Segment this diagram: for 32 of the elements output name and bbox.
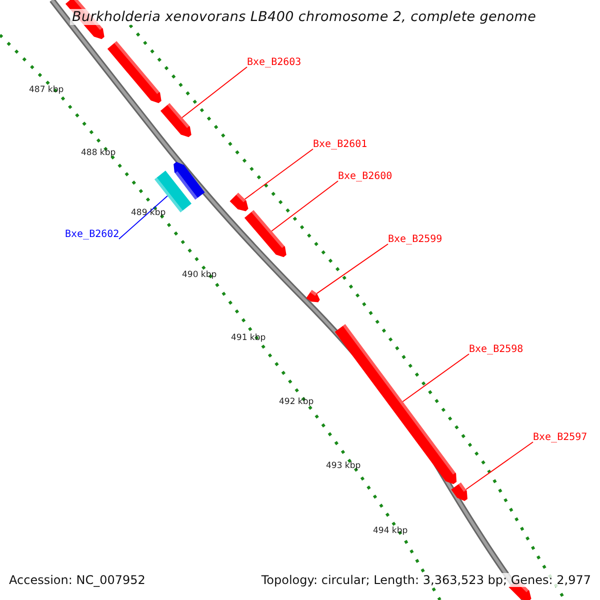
map-title: Burkholderia xenovorans LB400 chromosome 2, complete genome: [70, 9, 538, 25]
accession-text: Accession: NC_007952: [9, 573, 146, 587]
leader-line: [244, 148, 314, 200]
tick-label: 491 kbp: [231, 333, 266, 343]
leader-line: [402, 354, 470, 402]
leader-line: [118, 195, 168, 240]
gene-block: [306, 290, 320, 302]
tick-label: 488 kbp: [81, 148, 116, 158]
tick-label: 489 kbp: [131, 208, 166, 218]
gene-block: [244, 210, 286, 258]
tick-label: 492 kbp: [279, 397, 314, 407]
gene-block: [230, 192, 248, 212]
gene-label: Bxe_B2601: [313, 139, 368, 151]
gene-label: Bxe_B2598: [469, 344, 524, 356]
leader-line: [271, 180, 338, 232]
leader-line: [316, 244, 388, 294]
leader-line: [182, 66, 248, 118]
tick-label: 487 kbp: [29, 85, 64, 95]
gene-label: Bxe_B2597: [533, 432, 588, 444]
tick-label: 494 kbp: [373, 526, 408, 536]
gene-block: [174, 162, 205, 200]
genome-info-text: Topology: circular; Length: 3,363,523 bp; Genes: 2,977: [261, 573, 591, 587]
gene-block: [451, 482, 468, 502]
tick-label: 493 kbp: [326, 461, 361, 471]
gene-block: [160, 103, 192, 138]
gene-label: Bxe_B2600: [338, 171, 392, 183]
gene-label: Bxe_B2602: [65, 229, 120, 241]
gene-label: Bxe_B2599: [388, 234, 442, 246]
gene-label: Bxe_B2603: [247, 57, 302, 69]
tick-label: 490 kbp: [182, 270, 217, 280]
gene-block: [107, 41, 162, 104]
leader-line: [465, 442, 534, 490]
